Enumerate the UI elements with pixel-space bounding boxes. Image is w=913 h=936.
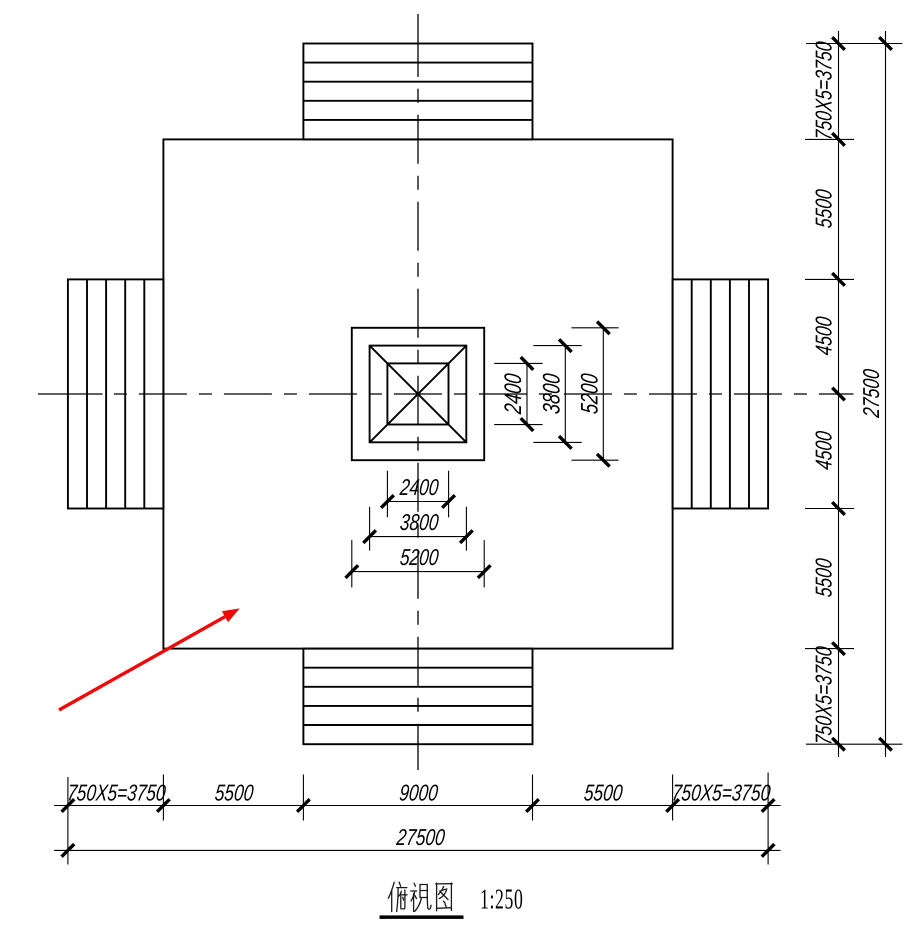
svg-text:5200: 5200 [399,546,441,571]
svg-text:750X5=3750: 750X5=3750 [812,645,837,746]
svg-text:3800: 3800 [399,511,441,536]
svg-text:5200: 5200 [576,372,603,415]
svg-text:750X5=3750: 750X5=3750 [671,781,772,806]
svg-text:2400: 2400 [500,372,527,416]
svg-text:5500: 5500 [812,557,837,599]
svg-text:750X5=3750: 750X5=3750 [66,781,167,806]
svg-text:750X5=3750: 750X5=3750 [812,40,837,141]
svg-text:2400: 2400 [398,476,440,501]
svg-text:5500: 5500 [583,781,625,806]
svg-text:4500: 4500 [812,315,837,357]
svg-text:3800: 3800 [538,372,565,415]
svg-text:1:250: 1:250 [480,884,523,915]
svg-text:5500: 5500 [214,781,256,806]
svg-text:9000: 9000 [398,781,440,806]
svg-text:27500: 27500 [395,826,447,851]
svg-text:4500: 4500 [812,429,837,471]
svg-text:27500: 27500 [860,367,885,419]
svg-text:5500: 5500 [812,188,837,230]
